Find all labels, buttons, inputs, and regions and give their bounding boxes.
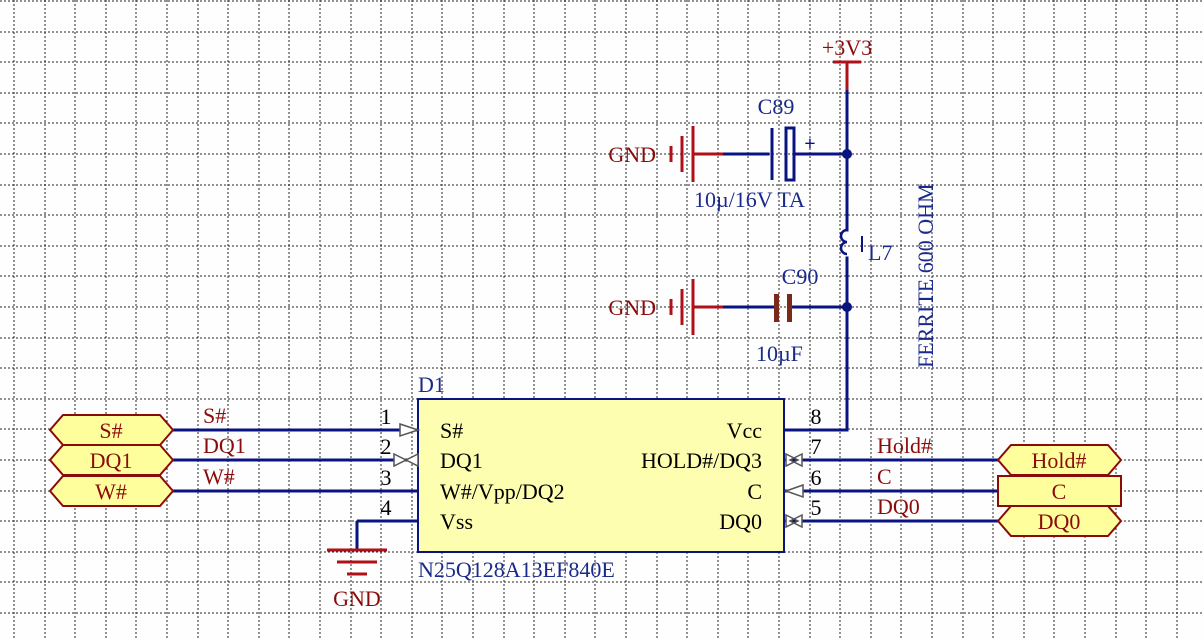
pin-1-io-arrow	[399, 422, 421, 438]
left-net-labels: S# DQ1 W#	[203, 403, 246, 489]
pin-2-number: 2	[381, 434, 392, 459]
c89-ref: C89	[758, 94, 795, 119]
pin-2-name: DQ1	[440, 448, 483, 473]
pin-7-io-arrow	[785, 452, 803, 468]
pin-4-number: 4	[381, 495, 392, 520]
pin-8-name: Vcc	[727, 418, 763, 443]
port-label: DQ0	[1038, 509, 1081, 534]
pin-4-name: Vss	[440, 509, 473, 534]
power-port-3v3[interactable]: +3V3	[822, 35, 872, 90]
junction-dot	[842, 149, 852, 159]
pin-7-number: 7	[811, 434, 822, 459]
port-hold[interactable]: Hold#	[996, 444, 1123, 476]
power-label: +3V3	[822, 35, 872, 60]
pin-7-name: HOLD#/DQ3	[641, 448, 762, 473]
pin-3-number: 3	[381, 465, 392, 490]
port-dq0[interactable]: DQ0	[996, 505, 1123, 537]
pin-1-name: S#	[440, 418, 463, 443]
net-label: W#	[203, 464, 235, 489]
capacitor-c89[interactable]: + C89 10µ/16V TA	[694, 94, 816, 212]
pin-6-io-arrow	[783, 483, 804, 499]
port-c[interactable]: C	[997, 475, 1122, 507]
ground-symbol[interactable]: GND	[608, 126, 723, 182]
port-label: C	[1052, 479, 1067, 504]
pin-5-number: 5	[811, 495, 822, 520]
inductor-l7[interactable]: L7 FERRITE 600 OHM	[839, 183, 938, 368]
port-label: DQ1	[90, 448, 133, 473]
pin-1-number: 1	[381, 404, 392, 429]
ground-symbol[interactable]: GND	[327, 519, 418, 611]
port-dq1[interactable]: DQ1	[48, 444, 175, 476]
pin-2-io-arrow	[393, 452, 419, 468]
capacitor-c90[interactable]: C90 10µF	[756, 264, 818, 366]
ground-label: GND	[333, 586, 381, 611]
pin-3-name: W#/Vpp/DQ2	[440, 479, 565, 504]
ground-label: GND	[608, 295, 656, 320]
junctions	[842, 149, 852, 312]
net-label: C	[877, 464, 892, 489]
c90-ref: C90	[782, 264, 819, 289]
c89-value: 10µ/16V TA	[694, 187, 805, 212]
pin-6-name: C	[747, 479, 762, 504]
port-w[interactable]: W#	[48, 475, 175, 507]
pin-6-number: 6	[811, 465, 822, 490]
right-net-labels: Hold# C DQ0	[877, 433, 932, 519]
left-ports: S# DQ1 W#	[48, 414, 175, 507]
net-label: Hold#	[877, 433, 932, 458]
l7-ref: L7	[868, 240, 892, 265]
ground-label: GND	[608, 142, 656, 167]
port-label: Hold#	[1032, 448, 1087, 473]
pin-5-io-arrow	[785, 513, 803, 529]
c89-polarity-mark: +	[804, 133, 815, 155]
net-label: DQ0	[877, 494, 920, 519]
chip-d1[interactable]: D1 N25Q128A13EF840E	[417, 372, 785, 582]
chip-ref: D1	[418, 372, 445, 397]
chip-part-number: N25Q128A13EF840E	[418, 557, 615, 582]
pin-8-number: 8	[811, 404, 822, 429]
ground-symbol[interactable]: GND	[608, 279, 723, 335]
port-label: S#	[99, 418, 122, 443]
port-label: W#	[95, 479, 127, 504]
pin-5-name: DQ0	[719, 509, 762, 534]
l7-value: FERRITE 600 OHM	[913, 183, 938, 368]
junction-dot	[842, 302, 852, 312]
net-label: DQ1	[203, 433, 246, 458]
port-s[interactable]: S#	[48, 414, 175, 446]
c90-value: 10µF	[756, 341, 803, 366]
net-label: S#	[203, 403, 226, 428]
right-ports: Hold# C DQ0	[996, 444, 1123, 537]
